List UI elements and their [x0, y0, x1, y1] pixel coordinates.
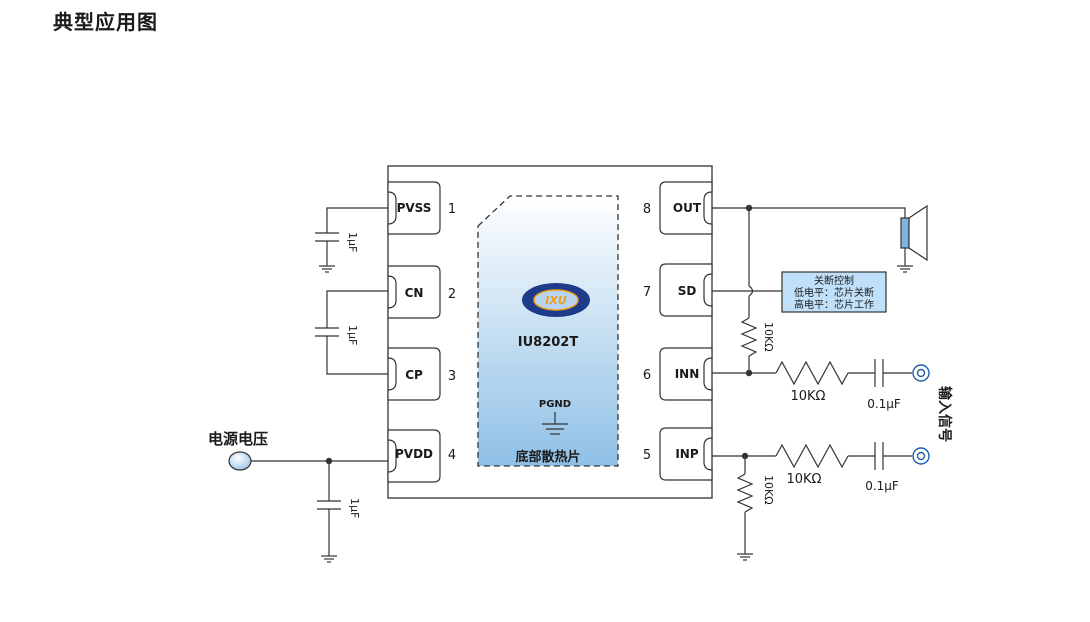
- speaker-ground-icon: [897, 265, 913, 273]
- out-wire: [712, 207, 906, 218]
- chip-logo: IXU: [522, 283, 590, 317]
- inp-input-resistor: [775, 443, 875, 469]
- thermal-pad-label: 底部散热片: [515, 449, 580, 465]
- inn-input-resistor: [775, 360, 875, 386]
- pvss-cap-value: 1μF: [346, 232, 359, 252]
- shutdown-box-high: 高电平：芯片工作: [794, 298, 874, 311]
- pvdd-cap-value: 1μF: [348, 498, 361, 518]
- pin-7: SD 7: [643, 263, 713, 317]
- inp-input-capacitor: [874, 442, 912, 470]
- inn-resistor-value: 10KΩ: [790, 389, 825, 404]
- pin-4-number: 4: [448, 448, 456, 463]
- pgnd-label: PGND: [539, 399, 571, 410]
- inp-ground-icon: [737, 553, 753, 561]
- pin-3: CP 3: [387, 347, 456, 401]
- pin-1: PVSS 1: [387, 181, 456, 235]
- inn-cap-value: 0.1μF: [867, 397, 901, 411]
- pin-3-number: 3: [448, 369, 456, 384]
- shutdown-box-low: 低电平：芯片关断: [794, 286, 874, 299]
- inn-input-terminal: [912, 364, 930, 382]
- feedback-resistor-value: 10KΩ: [762, 322, 775, 352]
- logo-text: IXU: [545, 294, 567, 307]
- pvss-ground-icon: [319, 265, 335, 273]
- inn-junction: [745, 369, 753, 377]
- pvdd-capacitor: [317, 461, 341, 556]
- pin-8-name: OUT: [673, 201, 702, 215]
- pin-5-number: 5: [643, 448, 651, 463]
- inp-cap-value: 0.1μF: [865, 479, 899, 493]
- power-terminal: [228, 451, 252, 471]
- power-supply-label: 电源电压: [208, 430, 268, 448]
- feedback-resistor: [740, 208, 758, 373]
- pin-6-name: INN: [675, 367, 700, 381]
- pvdd-ground-icon: [321, 555, 337, 563]
- inp-ground-resistor: [736, 456, 754, 554]
- pin-4-name: PVDD: [395, 447, 433, 461]
- pin-6-number: 6: [643, 368, 651, 383]
- chip-part-number: IU8202T: [518, 335, 579, 350]
- pin-3-name: CP: [405, 368, 423, 382]
- speaker-icon: [900, 204, 928, 262]
- pin-2-number: 2: [448, 287, 456, 302]
- inp-input-terminal: [912, 447, 930, 465]
- inn-input-capacitor: [874, 359, 912, 387]
- pvss-capacitor: [315, 207, 388, 266]
- pgnd-ground-icon: [542, 412, 568, 435]
- pin-5: INP 5: [643, 427, 713, 481]
- shutdown-box-title: 关断控制: [814, 274, 854, 287]
- flying-capacitor: [315, 290, 388, 375]
- pin-4: PVDD 4: [387, 429, 456, 483]
- pin-8-number: 8: [643, 202, 651, 217]
- input-signal-label: 输入信号: [936, 386, 953, 442]
- pin-8: OUT 8: [643, 181, 713, 235]
- pin-6: INN 6: [643, 347, 713, 401]
- pin-1-number: 1: [448, 202, 456, 217]
- pin-7-name: SD: [678, 284, 697, 298]
- inp-resistor-value: 10KΩ: [786, 472, 821, 487]
- pin-5-name: INP: [675, 447, 699, 461]
- thermal-pad: [477, 195, 619, 467]
- pin-7-number: 7: [643, 285, 651, 300]
- pin-1-name: PVSS: [397, 201, 432, 215]
- pin-2: CN 2: [387, 265, 456, 319]
- shutdown-control-box: 关断控制 低电平：芯片关断 高电平：芯片工作: [781, 271, 887, 313]
- pin-2-name: CN: [405, 286, 424, 300]
- page-title: 典型应用图: [53, 10, 158, 34]
- flying-cap-value: 1μF: [346, 325, 359, 345]
- inp-ground-resistor-value: 10KΩ: [762, 475, 775, 505]
